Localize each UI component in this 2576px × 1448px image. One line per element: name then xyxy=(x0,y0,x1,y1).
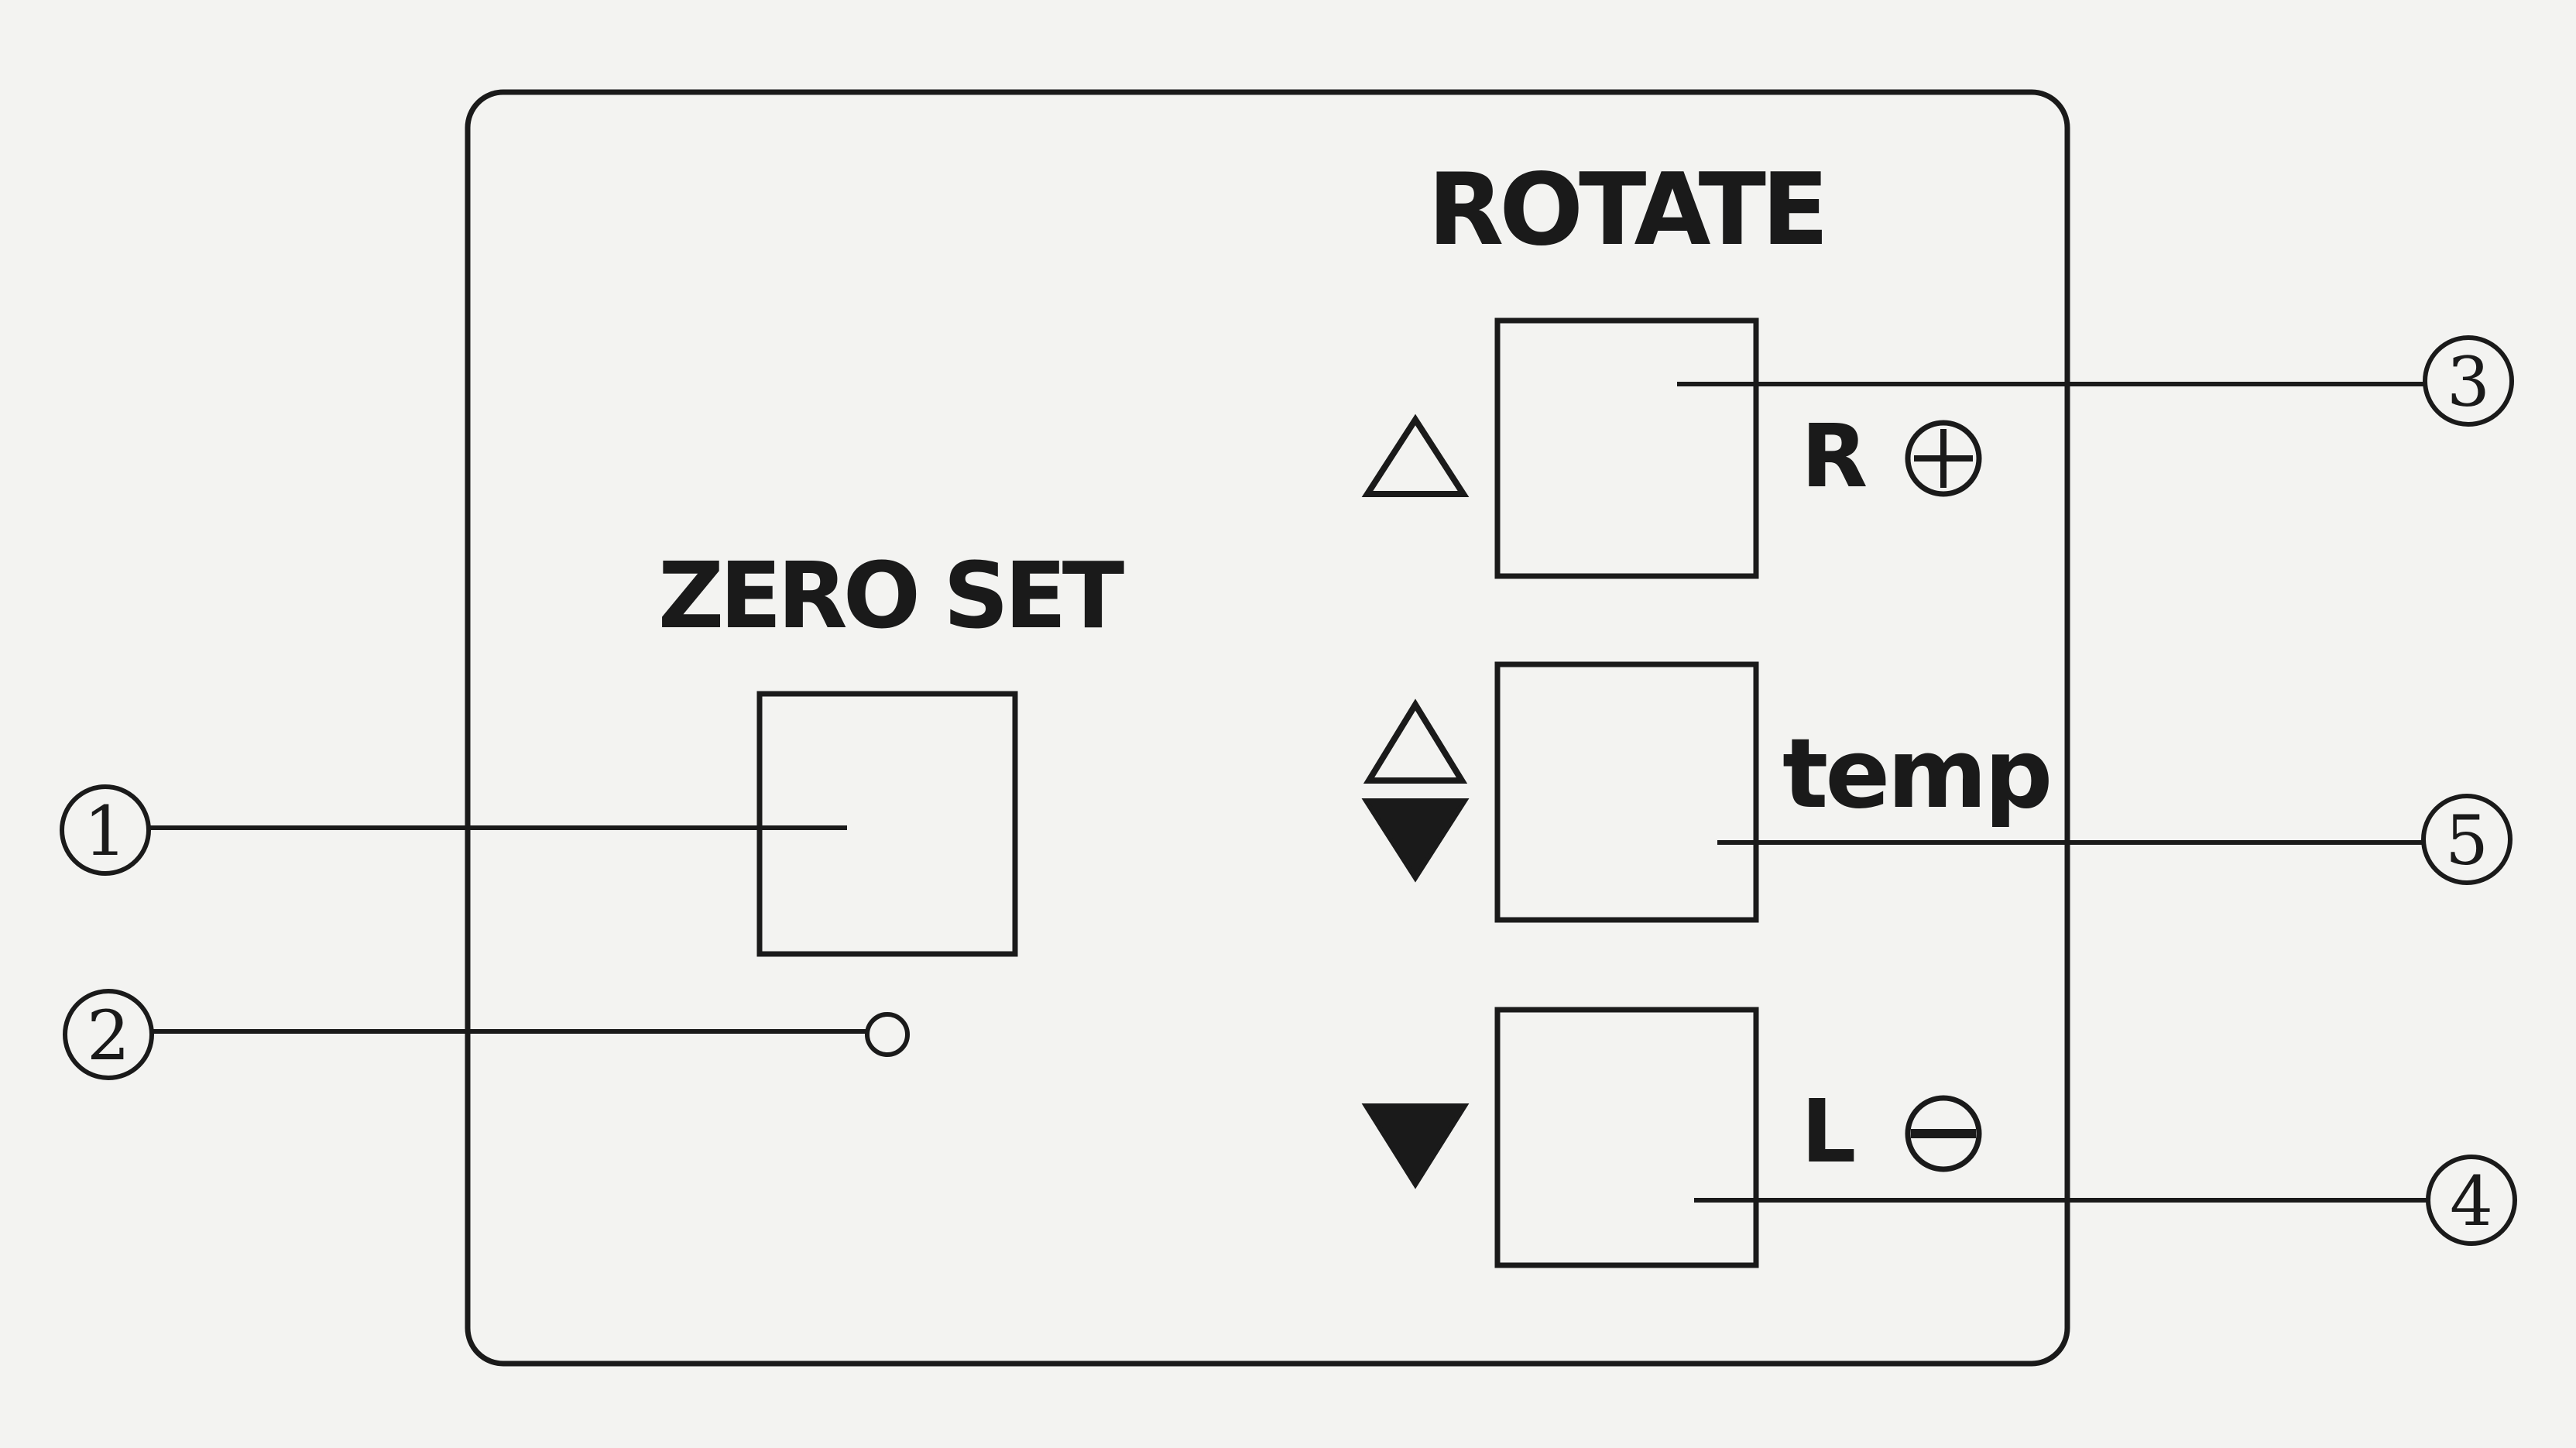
rotate-title: ROTATE xyxy=(1428,153,1825,268)
callout-3-number: 3 xyxy=(2447,342,2490,422)
temp-label: temp xyxy=(1782,719,2049,830)
rotate-right-button[interactable] xyxy=(1494,317,1759,579)
zero-set-title: ZERO SET xyxy=(658,542,1124,649)
callout-1-number: 1 xyxy=(84,791,127,871)
circle-minus-icon xyxy=(1905,1095,1982,1172)
temp-button[interactable] xyxy=(1494,661,1759,923)
down-triangle-filled-icon xyxy=(1361,1103,1470,1189)
callout-2: 2 xyxy=(63,989,154,1080)
up-triangle-outline-icon xyxy=(1361,413,1470,497)
callout-5: 5 xyxy=(2421,794,2513,885)
rotate-right-label: R xyxy=(1801,407,1868,507)
circle-plus-icon xyxy=(1905,420,1982,497)
indicator-led xyxy=(865,1012,910,1057)
callout-5-number: 5 xyxy=(2445,801,2489,880)
panel-outline xyxy=(465,89,2070,1367)
callout-2-number: 2 xyxy=(87,996,130,1076)
rotate-left-button[interactable] xyxy=(1494,1007,1759,1268)
callout-4-number: 4 xyxy=(2450,1161,2493,1241)
zero-set-button[interactable] xyxy=(756,691,1018,957)
up-down-triangle-icon xyxy=(1361,698,1470,883)
callout-1: 1 xyxy=(60,784,151,876)
callout-3: 3 xyxy=(2423,335,2514,427)
rotate-left-label: L xyxy=(1801,1082,1856,1182)
callout-4: 4 xyxy=(2426,1155,2517,1246)
